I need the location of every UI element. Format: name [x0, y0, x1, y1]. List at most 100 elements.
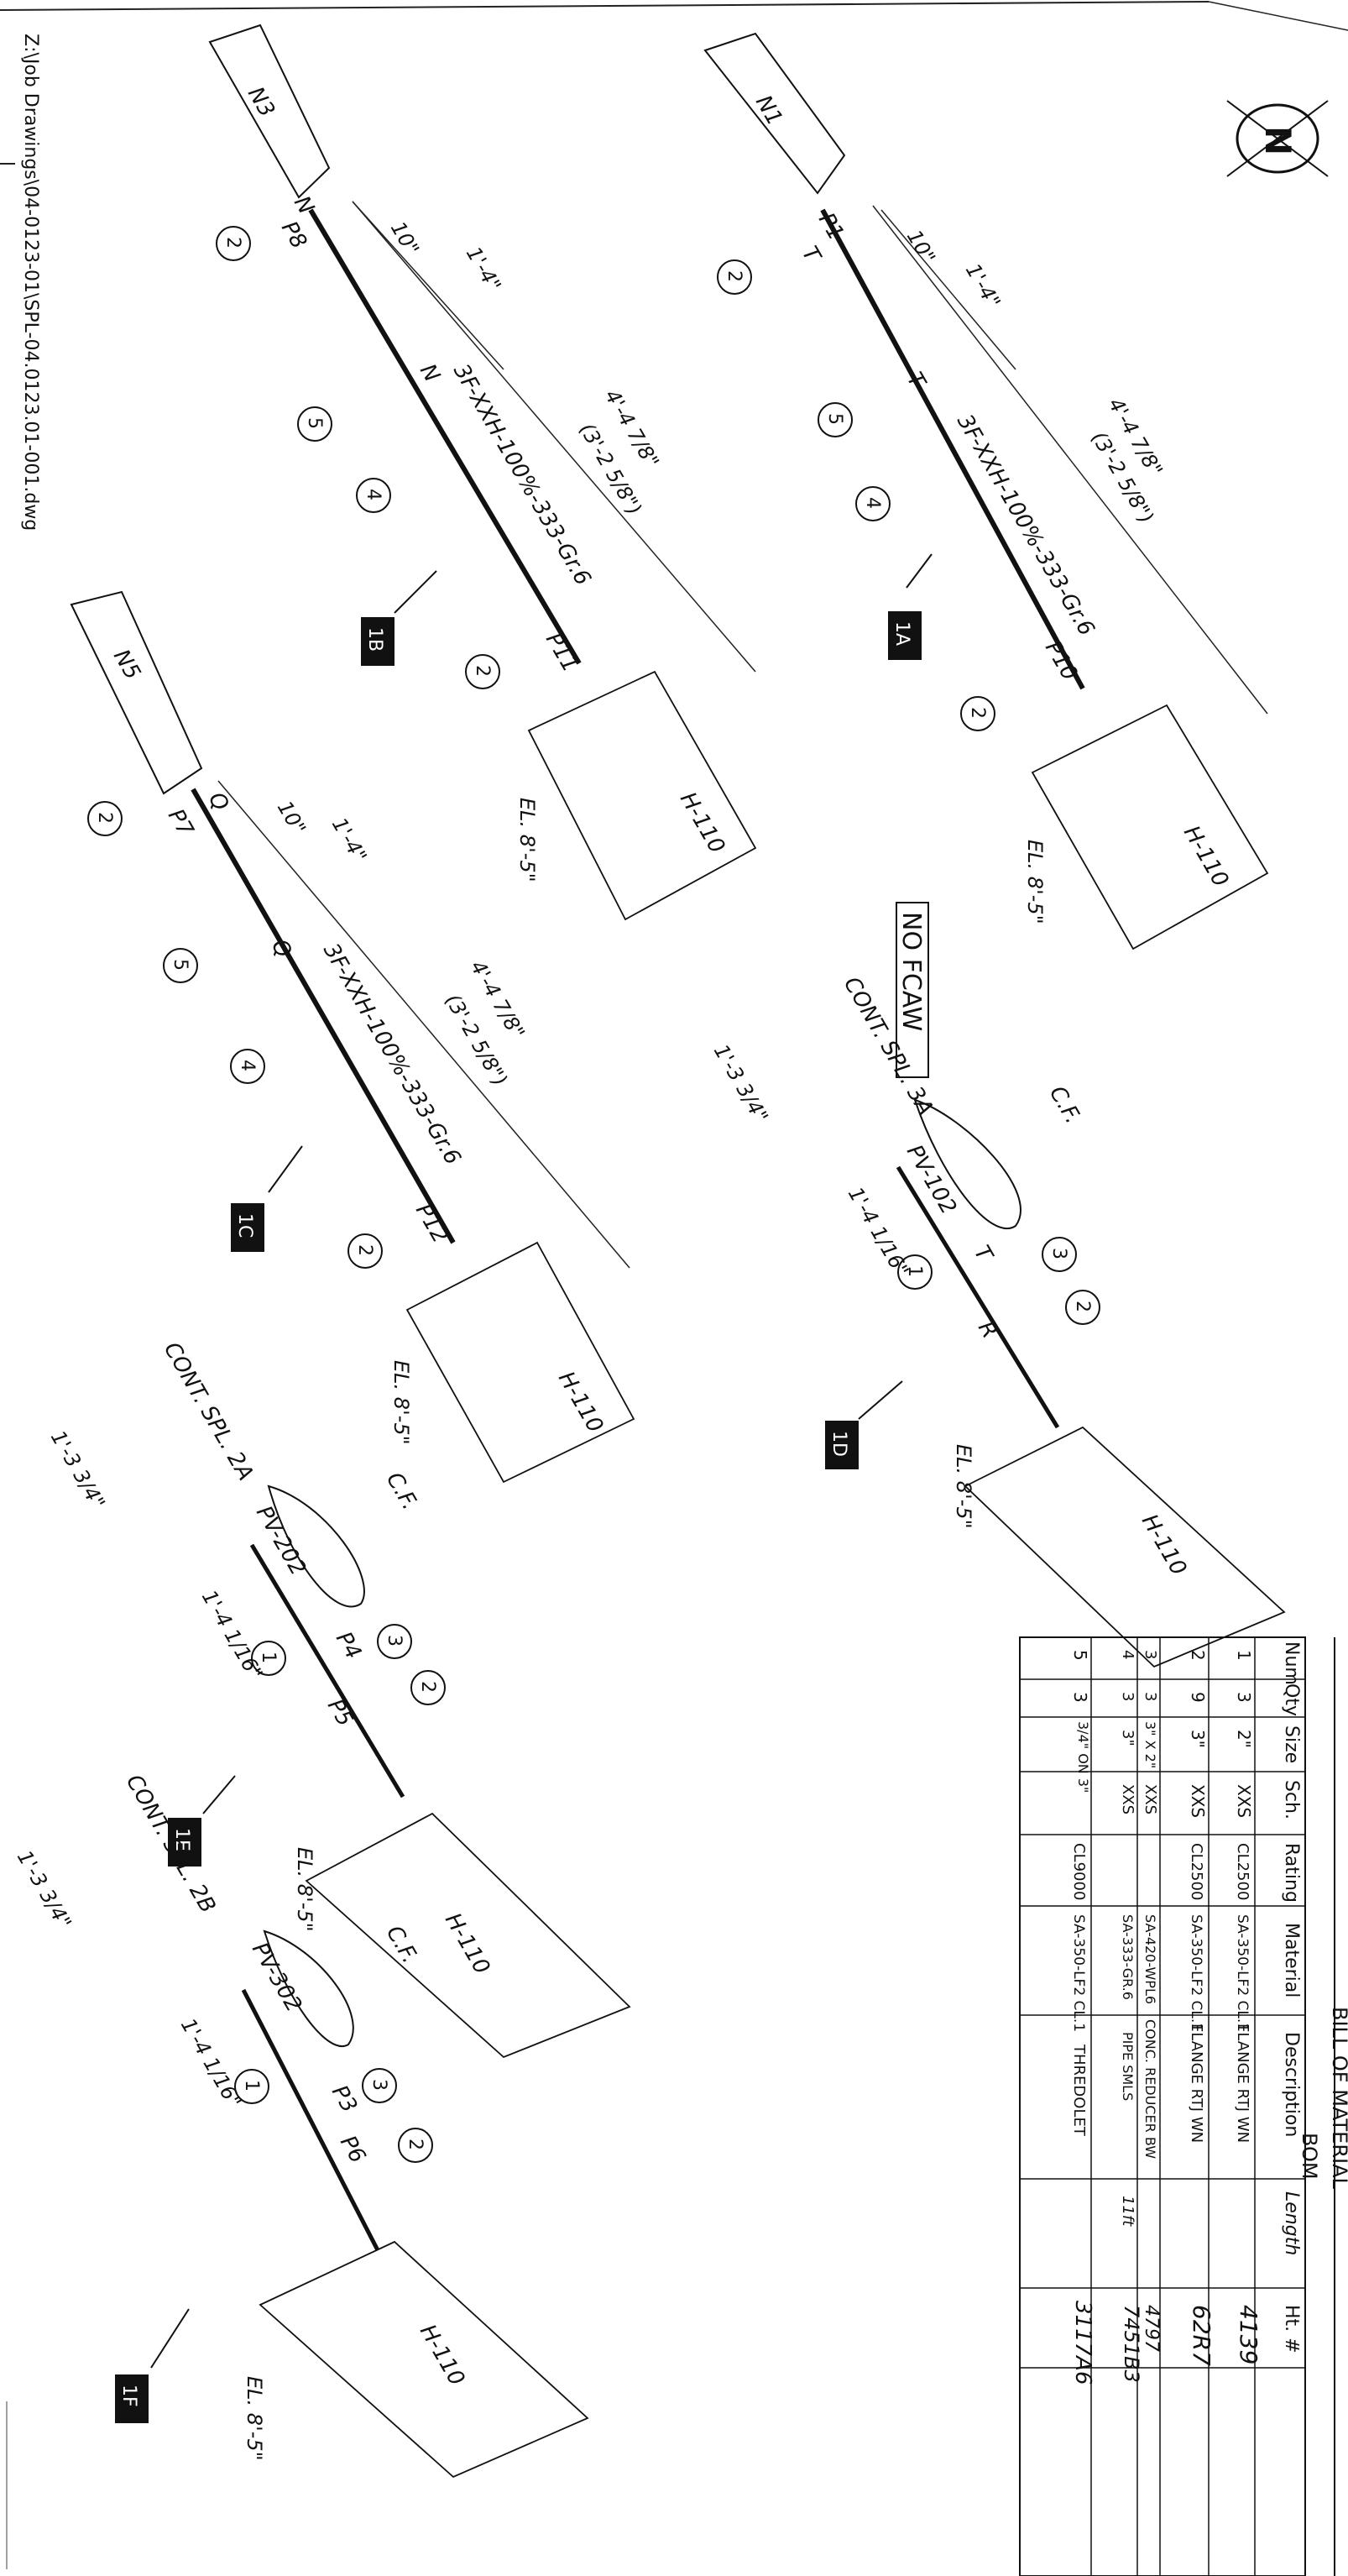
svg-text:5: 5: [1070, 1650, 1090, 1661]
svg-text:62R7: 62R7: [1188, 2305, 1215, 2366]
svg-text:2: 2: [417, 1681, 438, 1693]
svg-text:2: 2: [1072, 1301, 1093, 1312]
svg-text:SA-350-LF2 CL.1: SA-350-LF2 CL.1: [1070, 1914, 1087, 2032]
svg-text:FLANGE RTJ WN: FLANGE RTJ WN: [1188, 2024, 1205, 2143]
bom-header-row: Num Qty Size Sch. Rating Material Descri…: [1281, 1641, 1302, 2353]
svg-text:XXS: XXS: [1119, 1784, 1136, 1814]
svg-text:XXS: XXS: [1188, 1784, 1208, 1818]
svg-text:3": 3": [1119, 1730, 1136, 1746]
svg-text:Size: Size: [1281, 1725, 1302, 1763]
svg-text:Qty: Qty: [1281, 1683, 1302, 1716]
svg-text:CL2500: CL2500: [1188, 1843, 1205, 1900]
svg-text:3": 3": [1188, 1730, 1208, 1748]
bom-row-2: 2 9 3" XXS CL2500 SA-350-LF2 CL.1 FLANGE…: [1188, 1650, 1215, 2366]
svg-text:1: 1: [241, 2080, 262, 2092]
svg-text:3" X 2": 3" X 2": [1142, 1721, 1158, 1768]
svg-text:2: 2: [472, 665, 493, 677]
svg-text:2: 2: [222, 237, 243, 249]
svg-text:3: 3: [1234, 1692, 1254, 1703]
svg-text:1: 1: [258, 1652, 279, 1663]
svg-text:2: 2: [405, 2139, 426, 2150]
svg-text:Num: Num: [1281, 1641, 1302, 1685]
svg-text:7451B3: 7451B3: [1120, 2305, 1143, 2383]
file-path-label: Z:\Job Drawings\04-0123-01\SPL-04.0123.0…: [20, 34, 41, 531]
spool-id-1d: [825, 1421, 859, 1469]
bom-title: BILL OF MATERIAL: [1328, 2007, 1348, 2189]
nozzle-tag-n1: [703, 32, 846, 195]
svg-text:XXS: XXS: [1142, 1784, 1159, 1814]
svg-text:3/4" ON 3": 3/4" ON 3": [1075, 1721, 1091, 1793]
svg-text:2: 2: [1188, 1650, 1208, 1661]
svg-text:PIPE SMLS: PIPE SMLS: [1120, 2032, 1136, 2101]
bom-table: BILL OF MATERIAL BOM Num Qty Size Sch. R…: [1019, 1636, 1348, 2576]
svg-text:3: 3: [1070, 1692, 1090, 1703]
svg-text:2: 2: [94, 812, 115, 824]
svg-text:SA-420-WPL6: SA-420-WPL6: [1142, 1914, 1158, 2004]
svg-text:1A: 1A: [891, 621, 912, 646]
bom-row-1: 1 3 2" XXS CL2500 SA-350-LF2 CL.1 FLANGE…: [1234, 1650, 1262, 2364]
svg-text:SA-333-GR.6: SA-333-GR.6: [1120, 1914, 1136, 2000]
svg-text:1F: 1F: [118, 2385, 139, 2407]
north-label: N: [1257, 126, 1298, 155]
bom-row-4: 4 3 3" XXS SA-333-GR.6 PIPE SMLS 11ft 74…: [1119, 1650, 1143, 2383]
svg-text:1B: 1B: [364, 627, 385, 652]
el-1b: EL. 8'-5": [515, 798, 539, 882]
svg-text:3: 3: [368, 2079, 389, 2091]
svg-text:2: 2: [967, 707, 988, 719]
svg-text:11ft: 11ft: [1119, 2196, 1136, 2227]
svg-text:4: 4: [862, 497, 883, 509]
north-arrow-icon: N: [1226, 100, 1329, 177]
svg-text:2: 2: [354, 1244, 375, 1256]
no-fcaw-note: NO FCAW: [896, 902, 929, 1078]
svg-text:Ht. #: Ht. #: [1281, 2305, 1302, 2353]
svg-text:3: 3: [384, 1635, 405, 1647]
svg-text:1D: 1D: [828, 1431, 849, 1457]
spool-id-1c: [231, 1203, 264, 1252]
bom-row-3: 3 3 3" X 2" XXS SA-420-WPL6 CONC. REDUCE…: [1141, 1650, 1162, 2352]
nozzle-tag-n5: [70, 590, 203, 795]
svg-text:XXS: XXS: [1234, 1784, 1254, 1818]
svg-text:Material: Material: [1281, 1923, 1302, 1997]
bom-row-5: 5 3 3/4" ON 3" CL9000 SA-350-LF2 CL.1 TH…: [1070, 1650, 1095, 2385]
svg-text:1: 1: [1234, 1650, 1254, 1661]
svg-text:3: 3: [1142, 1692, 1159, 1701]
svg-text:3: 3: [1119, 1692, 1136, 1701]
svg-text:1: 1: [904, 1265, 925, 1277]
svg-text:NO FCAW: NO FCAW: [896, 912, 926, 1031]
nozzle-tag-n3: [208, 24, 331, 199]
svg-text:4139: 4139: [1235, 2305, 1262, 2364]
spool-id-1e: [168, 1818, 201, 1867]
spool-id-1b: [361, 617, 394, 666]
svg-text:SA-350-LF2 CL.1: SA-350-LF2 CL.1: [1234, 1914, 1251, 2032]
svg-text:FLANGE RTJ WN: FLANGE RTJ WN: [1234, 2024, 1251, 2143]
svg-text:Description: Description: [1281, 2032, 1302, 2137]
el-1a: EL. 8'-5": [1023, 840, 1047, 924]
el-1f: EL. 8'-5": [243, 2376, 266, 2461]
svg-text:CONC. REDUCER BW: CONC. REDUCER BW: [1142, 2019, 1158, 2159]
svg-text:SA-350-LF2 CL.1: SA-350-LF2 CL.1: [1188, 1914, 1204, 2032]
svg-text:9: 9: [1188, 1692, 1208, 1703]
el-1d: EL. 8'-5": [952, 1444, 975, 1529]
svg-text:4: 4: [1119, 1650, 1136, 1659]
svg-text:4: 4: [363, 489, 384, 500]
svg-text:5: 5: [824, 413, 845, 425]
svg-text:CL2500: CL2500: [1234, 1843, 1251, 1900]
svg-text:4797: 4797: [1141, 2305, 1162, 2352]
svg-text:1C: 1C: [234, 1213, 255, 1238]
svg-text:Rating: Rating: [1281, 1843, 1302, 1903]
svg-text:5: 5: [170, 959, 191, 971]
svg-text:2: 2: [724, 270, 745, 282]
el-1e: EL. 8'-5": [293, 1847, 316, 1932]
bom-subtitle: BOM: [1298, 2133, 1321, 2180]
svg-text:1E: 1E: [171, 1828, 192, 1851]
svg-text:3: 3: [1048, 1248, 1069, 1259]
svg-text:4: 4: [237, 1060, 258, 1071]
svg-text:Length: Length: [1281, 2191, 1302, 2255]
svg-text:THREDOLET: THREDOLET: [1070, 2044, 1088, 2137]
spool-id-1a: [888, 611, 922, 660]
svg-text:3: 3: [1142, 1650, 1159, 1659]
svg-text:Sch.: Sch.: [1281, 1780, 1302, 1819]
svg-text:CL9000: CL9000: [1070, 1843, 1088, 1900]
spool-id-1f: [115, 2374, 149, 2423]
